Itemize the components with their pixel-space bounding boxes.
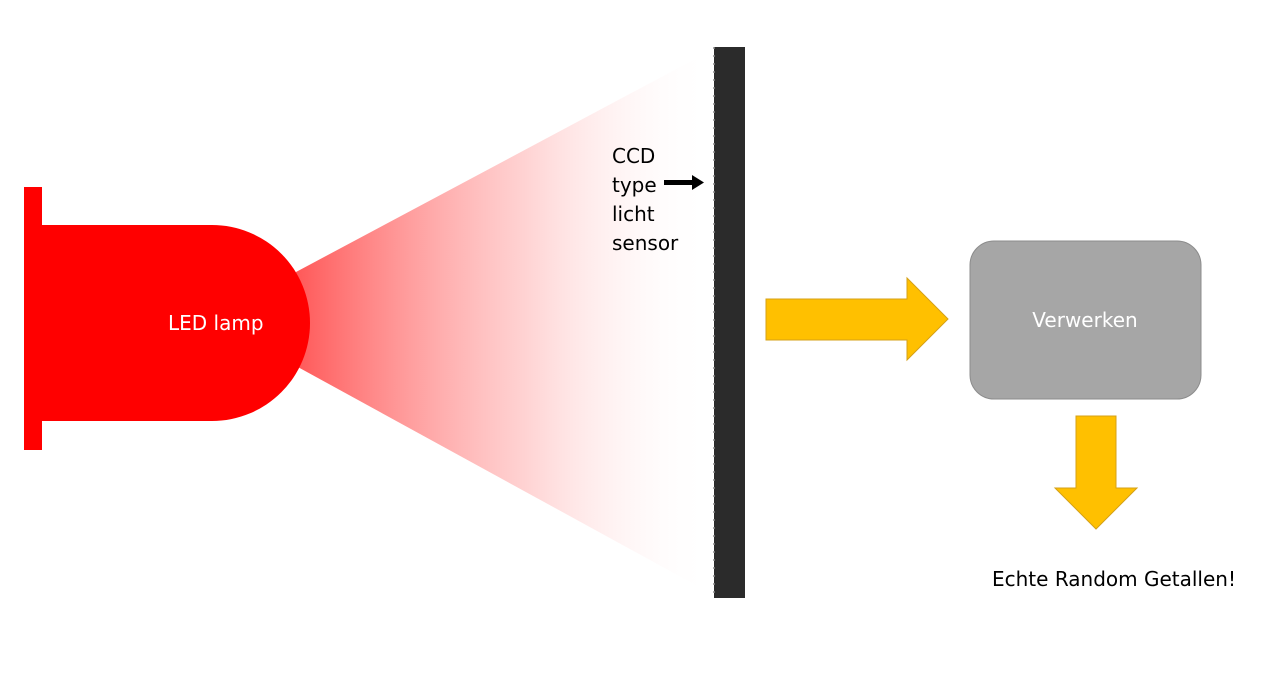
sensor-label: CCD type licht sensor: [612, 142, 678, 258]
led-body: [40, 225, 310, 421]
output-label: Echte Random Getallen!: [992, 567, 1236, 591]
led-lamp-shape: [24, 187, 310, 450]
led-lamp-label: LED lamp: [168, 311, 264, 335]
process-label: Verwerken: [1032, 308, 1138, 332]
arrow-down: [1053, 415, 1139, 530]
light-beam: [296, 50, 712, 594]
ccd-sensor-bar: [713, 47, 745, 598]
sensor-pointer-arrow: [664, 175, 704, 190]
sensor-label-line: CCD: [612, 144, 656, 168]
sensor-label-line: type: [612, 173, 657, 197]
sensor-label-line: sensor: [612, 231, 679, 255]
led-base-flange: [24, 187, 42, 450]
process-box: [969, 240, 1202, 400]
sensor-label-line: licht: [612, 202, 655, 226]
arrow-right: [765, 276, 949, 362]
